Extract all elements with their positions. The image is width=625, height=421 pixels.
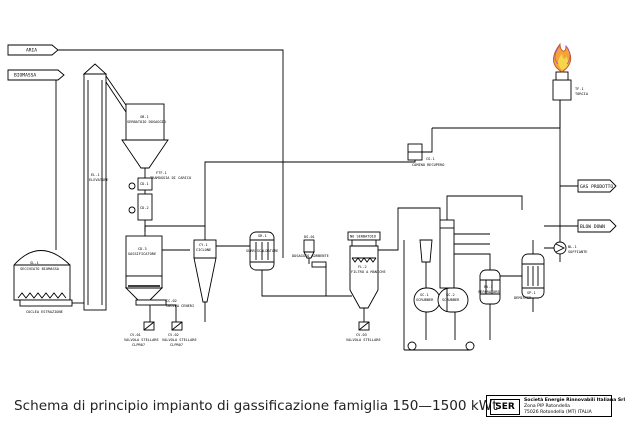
- aria-line: [58, 49, 284, 258]
- scrubber-water-line: [403, 240, 470, 351]
- cv01-label: VALVOLA STELLARE: [124, 338, 159, 342]
- sl1-tag: SL-1: [30, 261, 39, 265]
- company-address-line2: 75026 Rotondella (MT) ITALIA: [524, 410, 592, 415]
- company-address-line1: Zona PIP Rotondella: [524, 404, 570, 409]
- cv01-tag: CV-01: [130, 333, 141, 337]
- pump-left: [407, 341, 417, 351]
- starvalve-cv02: CV-02 VALVOLA STELLARE CLPR07: [162, 321, 197, 347]
- sc1-tag: SC-1: [420, 293, 429, 297]
- starvalve-cv03: CV-03 VALVOLA STELLARE: [346, 321, 381, 342]
- scrubber-sc1: SC-1 SCRUBBER: [413, 239, 441, 313]
- sc1-label: SCRUBBER: [416, 298, 434, 302]
- flare-tf1: TF-1 TORCIA: [552, 71, 589, 101]
- stream-label-gas-prodotto: GAS PRODOTTO: [580, 184, 613, 190]
- el1-tag: EL-1: [91, 173, 100, 177]
- ser-logo-icon: SER: [490, 399, 520, 415]
- cy1-label: CICLONE: [196, 248, 211, 252]
- ftf1-tag: FTF-1: [156, 171, 167, 175]
- tf1-tag: TF-1: [575, 87, 584, 91]
- cg1-tag: CG-1: [426, 157, 435, 161]
- cv01-code: CLPR07: [132, 343, 145, 347]
- gasifier-cd3: CD-3 GASSIFICATORE: [124, 235, 164, 301]
- superheater-out-line: [261, 270, 352, 297]
- cv02-label: VALVOLA STELLARE: [162, 338, 197, 342]
- blower-bl1: BL-1 SOFFIANTE: [553, 241, 587, 255]
- stream-tag-biomassa: BIOMASSA: [7, 69, 65, 81]
- cd1-tag: CD-1: [140, 182, 149, 186]
- scrubber-sc2: SC-2 SCRUBBER: [437, 219, 469, 313]
- separator-ev1: EV-1 SEPARATORE: [478, 269, 501, 305]
- scrubber-top-line: [446, 195, 523, 220]
- elevator-chute: [105, 75, 129, 113]
- top-gas-line: [432, 100, 561, 129]
- ftf1-label: TRAMOGGIA DI CARICO: [150, 176, 191, 180]
- gasifier-top-line: [144, 225, 205, 232]
- sr1-label: SURRISCALDATORE: [246, 249, 278, 253]
- starvalve-cv01: CV-01 VALVOLA STELLARE CLPR07: [124, 321, 159, 347]
- ds01-tag: DS-01: [304, 235, 315, 239]
- filter-to-scrubber-line: [378, 207, 441, 251]
- hopper-sb1: SB-1 SERBATOIO DOSAGGIO: [121, 103, 169, 169]
- fl2-tag: FL-2: [358, 265, 367, 269]
- blower-lines: [544, 100, 561, 262]
- stream-label-aria: ARIA: [26, 48, 37, 54]
- fl2-label: FILTRO A MANICHE: [351, 270, 386, 274]
- cy1-tag: CY-1: [199, 243, 208, 247]
- sp1-label: DEMISTER: [514, 296, 532, 300]
- cv02-code: CLPR07: [170, 343, 183, 347]
- cv02-tag: CV-02: [168, 333, 179, 337]
- hopper-valves: CD-1 CD-2: [128, 177, 153, 221]
- sr1-tag: SR-1: [258, 234, 267, 238]
- cd3-label: GASSIFICATORE: [128, 252, 156, 256]
- stream-tag-blow-down: BLOW DOWN: [577, 219, 617, 233]
- sl1-bottom-label: COCLEA ESTRAZIONE: [26, 310, 63, 314]
- elevator-el1: EL-1 ELEVATORE: [82, 63, 108, 311]
- company-name: Società Energie Rinnovabili Italiana Srl: [524, 398, 625, 403]
- serbatoio-label: NO SERBATOIO: [350, 235, 376, 239]
- cg1-label: CAMINO RECUPERO: [412, 163, 444, 167]
- demister-sp1: SP-1 DEMISTER: [514, 253, 545, 300]
- bl1-tag: BL-1: [568, 245, 577, 249]
- scrubber-tie-line: [425, 262, 456, 340]
- tf1-label: TORCIA: [575, 92, 589, 96]
- sc2-tag: SC-2: [446, 293, 455, 297]
- cd2-tag: CD-2: [140, 206, 149, 210]
- demister-lines: [500, 240, 534, 312]
- cd3-tag: CD-3: [138, 247, 147, 251]
- company-address: Società Energie Rinnovabili Italiana Srl…: [524, 398, 625, 416]
- stream-tag-aria: ARIA: [7, 44, 59, 56]
- el1-label: ELEVATORE: [89, 178, 108, 182]
- silo-sl1: SL-1 SECCHIATO BIOMASSA COCLEA ESTRAZION…: [13, 250, 73, 314]
- ds01-label: DOSAGGIO SORBENTE: [292, 254, 329, 258]
- stream-label-blow-down: BLOW DOWN: [580, 224, 605, 230]
- cv03-label: VALVOLA STELLARE: [346, 338, 381, 342]
- cyclone-cy1: CY-1 CICLONE: [193, 239, 217, 303]
- dosing-line: [308, 258, 327, 296]
- bl1-label: SOFFIANTE: [568, 250, 587, 254]
- pump-right: [465, 341, 475, 351]
- stream-label-biomassa: BIOMASSA: [14, 73, 36, 79]
- sl1-label: SECCHIATO BIOMASSA: [20, 267, 60, 271]
- sb1-label: SERBATOIO DOSAGGIO: [127, 120, 166, 124]
- coclea-cc02: CC-02 COCLEA CENERI: [135, 299, 194, 308]
- filter-fl2: NO SERBATOIO FL-2 FILTRO A MANICHE: [347, 231, 386, 309]
- scrubber-feed-lines: [454, 233, 491, 276]
- gasifier-ash-line: [149, 304, 177, 322]
- heat-recovery-top: CG-1 CAMINO RECUPERO: [407, 128, 444, 167]
- company-logo-block: SER Società Energie Rinnovabili Italiana…: [486, 395, 625, 417]
- superheater-sr1: SR-1 SURRISCALDATORE: [246, 231, 278, 271]
- diagram-caption: Schema di principio impianto di gassific…: [14, 398, 498, 414]
- sb1-tag: SB-1: [140, 115, 149, 119]
- sp1-tag: SP-1: [527, 291, 536, 295]
- stream-tag-gas-prodotto: GAS PRODOTTO: [577, 179, 617, 193]
- cv03-tag: CV-03: [356, 333, 367, 337]
- cc02-label: COCLEA CENERI: [166, 304, 194, 308]
- ev1-label: SEPARATORE: [478, 290, 500, 294]
- dosing-ds01: DS-01 DOSAGGIO SORBENTE: [292, 235, 329, 268]
- sc2-label: SCRUBBER: [442, 298, 460, 302]
- cc02-tag: CC-02: [166, 299, 177, 303]
- ev1-tag: EV-1: [484, 285, 493, 289]
- flare-flame-icon: [553, 42, 572, 73]
